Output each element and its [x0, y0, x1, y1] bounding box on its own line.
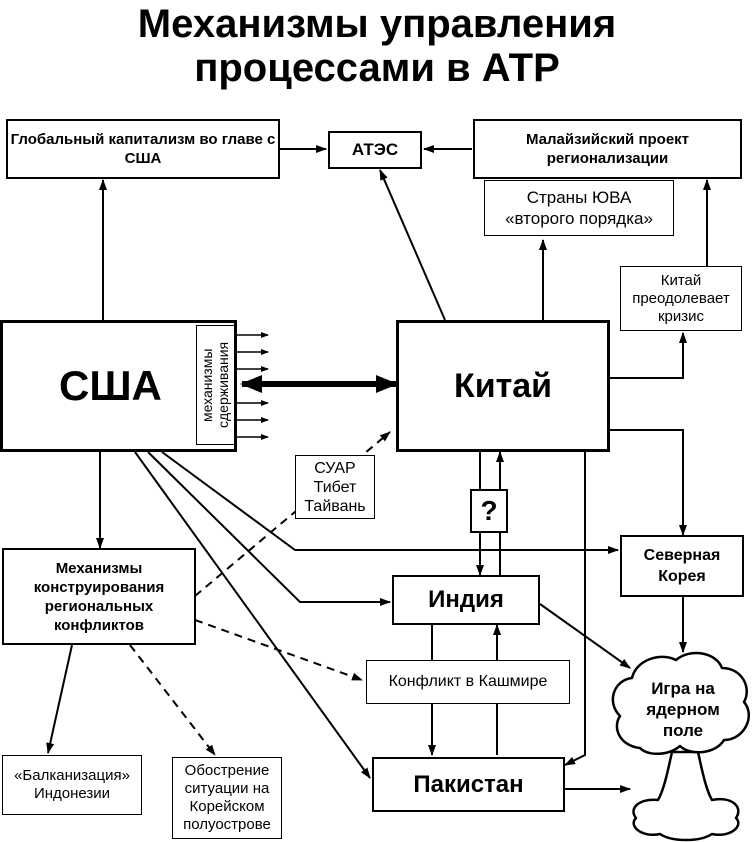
- node-apec: АТЭС: [328, 131, 422, 169]
- dashed-arrow-regional-conflicts-to-kashmir: [194, 619, 363, 681]
- node-china: Китай: [396, 320, 610, 452]
- node-balkanization-indonesia: «Балканизация» Индонезии: [2, 755, 142, 815]
- node-korean-peninsula-escalation: Обострение ситуации на Корейском полуост…: [172, 757, 282, 839]
- arrow-usa-to-india: [147, 451, 391, 606]
- node-pakistan: Пакистан: [372, 757, 565, 812]
- node-xuar-tibet-taiwan: СУАР Тибет Тайвань: [295, 455, 375, 519]
- diagram-title-line-1: Механизмы управления: [137, 2, 617, 46]
- arrow-india-to-nuclear-game: [539, 603, 631, 669]
- dashed-arrow-regional-conflicts-to-korean-escalation: [129, 644, 216, 756]
- arrow-regional-conflicts-to-balkanization: [46, 644, 73, 754]
- node-north-korea: Северная Корея: [620, 535, 744, 597]
- arrow-usa-to-pakistan: [134, 451, 371, 779]
- containment-mechanisms-box: механизмы сдерживания: [196, 325, 235, 445]
- node-nuclear-game: Игра на ядерном поле: [646, 679, 720, 740]
- node-china-overcomes-crisis: Китай преодолевает кризис: [620, 266, 742, 331]
- arrow-china-to-apec: [379, 169, 446, 321]
- containment-mechanisms-label: механизмы сдерживания: [198, 341, 231, 429]
- mushroom-cloud-icon: [611, 651, 750, 842]
- arrow-china-to-china-crisis: [610, 332, 687, 379]
- arrow-usa-to-north-korea: [161, 451, 619, 554]
- arrow-china-to-north-korea: [610, 429, 687, 536]
- arrow-china-to-pakistan: [564, 452, 586, 766]
- node-global-capitalism: Глобальный капитализм во главе с США: [6, 119, 280, 179]
- node-malaysian-project: Малайзийский проект регионализации: [473, 119, 742, 179]
- node-kashmir-conflict: Конфликт в Кашмире: [366, 660, 570, 704]
- usa-label: США: [59, 362, 162, 409]
- node-india: Индия: [392, 575, 540, 625]
- diagram-title-line-2: процессами в АТР: [194, 46, 560, 90]
- node-sea-countries: Страны ЮВА «второго порядка»: [484, 180, 674, 236]
- node-regional-conflicts-mechanisms: Механизмы конструирования региональных к…: [2, 548, 196, 645]
- question-mark-box: ?: [470, 489, 508, 533]
